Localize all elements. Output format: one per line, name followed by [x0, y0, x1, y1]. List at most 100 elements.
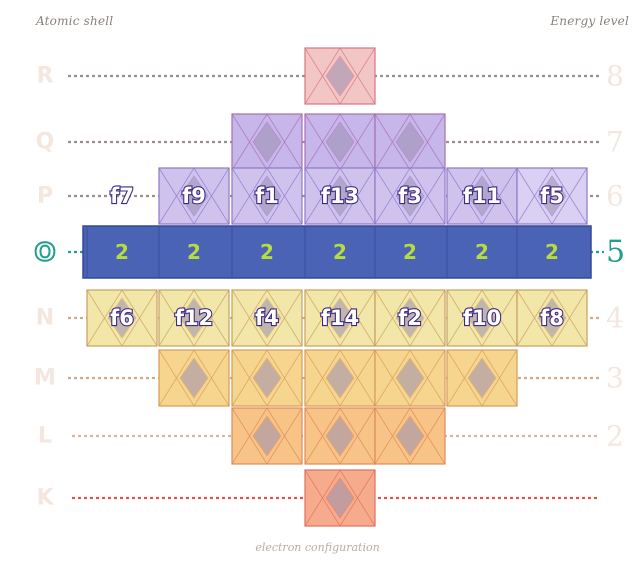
p-orbital-label-1: f9: [181, 183, 207, 209]
tile-diamond: [252, 297, 282, 339]
tile-diamond: [325, 297, 355, 339]
tile-facet: [231, 289, 303, 347]
n-orbital-label-3: f14: [320, 305, 361, 331]
footer-caption: electron configuration: [255, 541, 380, 554]
n-orbital-label-6: f8: [539, 305, 565, 331]
tile-facet: [231, 167, 303, 225]
tile-facet: [446, 289, 518, 347]
p-orbital-label-5: f11: [462, 183, 503, 209]
tile-diamond: [325, 477, 355, 519]
tile-facet: [304, 289, 376, 347]
shell-letter-n: N: [35, 305, 55, 331]
tile-diamond: [252, 175, 282, 217]
n-orbital-label-2: f4: [254, 305, 280, 331]
shell-p-block: [158, 167, 518, 225]
tile-diamond: [325, 357, 355, 399]
tile-diamond: [252, 121, 282, 163]
shell-m-block: [158, 349, 518, 407]
tile-facet: [158, 289, 230, 347]
energy-level-header: Energy level: [550, 14, 629, 28]
shell-p-edge: [516, 167, 588, 225]
tile-diamond: [537, 175, 567, 217]
tile-diamond: [325, 415, 355, 457]
tile-diamond: [325, 55, 355, 97]
p-orbital-label-2: f1: [254, 183, 280, 209]
tile-facet: [374, 407, 446, 465]
shell-r-block: [304, 47, 376, 105]
tile-facet: [374, 167, 446, 225]
energy-level-8: 8: [606, 59, 624, 93]
tile-diamond: [107, 297, 137, 339]
o-electron-count-2: 2: [260, 240, 274, 264]
energy-level-4: 4: [606, 301, 624, 335]
o-electron-count-3: 2: [333, 240, 347, 264]
tile-diamond: [395, 175, 425, 217]
tile-facet: [374, 289, 446, 347]
tile-diamond: [179, 357, 209, 399]
tile-diamond: [179, 297, 209, 339]
energy-level-3: 3: [606, 361, 624, 395]
tile-diamond: [467, 357, 497, 399]
tile-facet: [446, 349, 518, 407]
o-band-background: [82, 225, 592, 279]
p-orbital-label-3: f13: [320, 183, 361, 209]
tile-facet: [231, 349, 303, 407]
shell-letter-q: Q: [35, 129, 55, 155]
tile-diamond: [467, 175, 497, 217]
shell-letter-p: P: [36, 183, 54, 209]
tile-facet: [158, 349, 230, 407]
tile-facet: [86, 289, 158, 347]
tile-facet: [446, 167, 518, 225]
tile-facet: [516, 167, 588, 225]
tile-facet: [304, 349, 376, 407]
shell-o-band: [82, 225, 592, 279]
shell-letter-r: R: [36, 63, 54, 89]
shell-letter-o: O: [33, 237, 56, 268]
energy-level-7: 7: [606, 125, 624, 159]
shell-n-block: [86, 289, 588, 347]
shell-letter-k: K: [36, 485, 54, 511]
tile-diamond: [467, 297, 497, 339]
tile-diamond: [395, 357, 425, 399]
tile-diamond: [395, 121, 425, 163]
energy-level-5: 5: [606, 234, 626, 270]
tile-facet: [304, 469, 376, 527]
shell-letter-m: M: [34, 365, 56, 391]
o-electron-count-5: 2: [475, 240, 489, 264]
tile-diamond: [395, 415, 425, 457]
tile-facet: [304, 167, 376, 225]
tile-diamond: [252, 415, 282, 457]
tile-facet: [158, 167, 230, 225]
tile-diamond: [395, 297, 425, 339]
n-orbital-label-1: f12: [174, 305, 215, 331]
tile-diamond: [252, 357, 282, 399]
tile-diamond: [325, 175, 355, 217]
tile-facet: [231, 407, 303, 465]
o-electron-count-4: 2: [403, 240, 417, 264]
o-electron-count-1: 2: [187, 240, 201, 264]
tile-facet: [516, 289, 588, 347]
shell-k-block: [304, 469, 376, 527]
tile-diamond: [325, 121, 355, 163]
tile-diamond: [537, 297, 567, 339]
p-orbital-label-6: f5: [539, 183, 565, 209]
energy-level-6: 6: [606, 179, 624, 213]
n-orbital-label-4: f2: [397, 305, 423, 331]
shell-q-block: [231, 113, 446, 171]
tile-facet: [304, 47, 376, 105]
n-orbital-label-5: f10: [462, 305, 503, 331]
energy-level-2: 2: [606, 419, 624, 453]
p-orbital-label-4: f3: [397, 183, 423, 209]
p-orbital-label-0: f7: [109, 183, 135, 209]
o-electron-count-0: 2: [115, 240, 129, 264]
shell-l-block: [231, 407, 446, 465]
tile-diamond: [179, 175, 209, 217]
n-orbital-label-0: f6: [109, 305, 135, 331]
tile-facet: [304, 407, 376, 465]
shell-letter-l: L: [37, 423, 53, 449]
o-electron-count-6: 2: [545, 240, 559, 264]
atomic-shell-header: Atomic shell: [36, 14, 114, 28]
tile-facet: [374, 349, 446, 407]
